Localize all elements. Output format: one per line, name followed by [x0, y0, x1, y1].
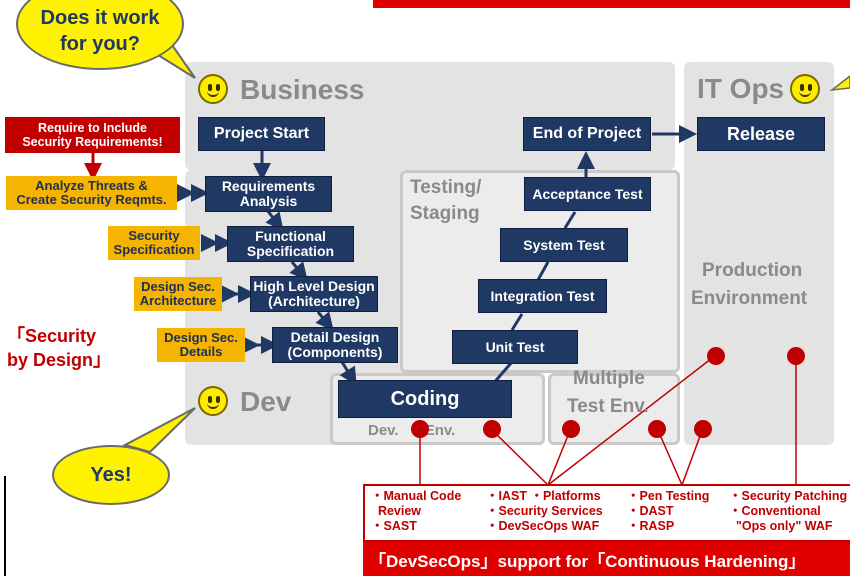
bubble-answer-text: Yes! — [90, 463, 132, 486]
design-sec-details-box: Design Sec.Details — [157, 328, 245, 362]
business-label: Business — [240, 74, 365, 105]
coding-box: Coding — [338, 380, 512, 418]
end-of-project-box: End of Project — [523, 117, 651, 151]
analyze-threats-box: Analyze Threats &Create Security Reqmts. — [6, 176, 177, 210]
multiple-label-line2: Test Env. — [567, 396, 649, 417]
devsecops-tools-box — [363, 484, 850, 542]
security-by-design-line1: 「Security — [7, 326, 97, 346]
unit-test-box: Unit Test — [452, 330, 578, 364]
top-red-bar — [373, 0, 850, 8]
integration-test-box: Integration Test — [478, 279, 607, 313]
tools-col3: ・Pen Testing・DAST・RASP — [627, 489, 710, 533]
tools-col2: ・IAST ・Platforms・Security Services・DevSe… — [486, 489, 603, 533]
testing-label-line1: Testing/ — [410, 177, 482, 198]
dot-production-1 — [707, 347, 725, 365]
dot-production-2 — [787, 347, 805, 365]
dot-multi-test-2 — [648, 420, 666, 438]
bubble-question-text: Does it work for you? — [40, 7, 160, 55]
dot-dev-env-1 — [411, 420, 429, 438]
smiley-business-icon — [198, 74, 228, 104]
smiley-itops-icon — [790, 74, 820, 104]
dot-itops-1 — [694, 420, 712, 438]
itops-label: IT Ops — [697, 73, 785, 104]
detail-design-box: Detail Design(Components) — [272, 327, 398, 363]
production-label-line1: Production — [702, 260, 803, 281]
security-by-design-line2: by Design」 — [7, 350, 112, 370]
design-sec-architecture-box: Design Sec.Architecture — [134, 277, 222, 311]
left-edge-line — [4, 476, 6, 576]
dot-multi-test-1 — [562, 420, 580, 438]
dot-dev-env-2 — [483, 420, 501, 438]
tools-col1: ・Manual Code Review・SAST — [371, 489, 462, 533]
high-level-design-box: High Level Design(Architecture) — [250, 276, 378, 312]
multiple-label-line1: Multiple — [573, 368, 645, 389]
speech-bubble-answer: Yes! — [52, 445, 170, 505]
production-label-line2: Environment — [691, 288, 808, 309]
smiley-dev-icon — [198, 386, 228, 416]
dev-label: Dev — [240, 386, 292, 417]
system-test-box: System Test — [500, 228, 628, 262]
acceptance-test-box: Acceptance Test — [524, 177, 651, 211]
testing-label-line2: Staging — [410, 203, 480, 224]
release-box: Release — [697, 117, 825, 151]
project-start-box: Project Start — [198, 117, 325, 151]
continuous-hardening-banner: 「DevSecOps」support for「Continuous Harden… — [363, 542, 850, 576]
tools-col4: ・Security Patching・Conventional "Ops onl… — [729, 489, 848, 533]
